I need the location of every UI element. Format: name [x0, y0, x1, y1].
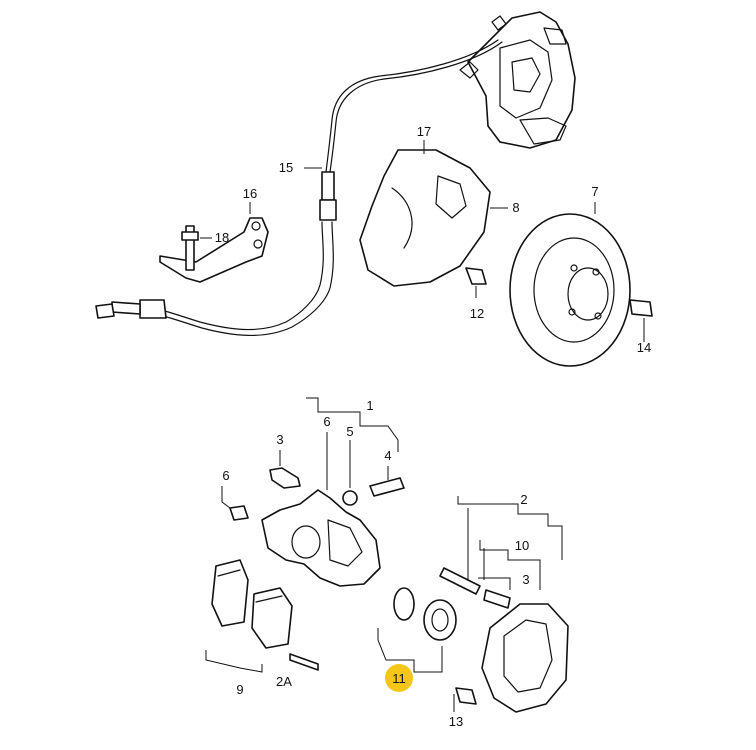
disc-bolt [629, 299, 653, 317]
callout-2[interactable]: 2 [520, 492, 527, 507]
callout-18[interactable]: 18 [215, 230, 229, 245]
highlight-marker[interactable] [385, 664, 413, 692]
callout-2a[interactable]: 2A [276, 674, 292, 689]
callout-17[interactable]: 17 [417, 124, 431, 139]
cable-bracket [159, 217, 269, 283]
brake-pad-left [211, 559, 249, 627]
callout-5[interactable]: 5 [346, 424, 353, 439]
callout-11[interactable]: 11 [392, 671, 406, 686]
callout-6-caliper[interactable]: 6 [323, 414, 330, 429]
callout-3-lower[interactable]: 3 [522, 572, 529, 587]
piston [423, 599, 457, 641]
pad-spring [289, 653, 319, 671]
brake-disc [509, 213, 631, 367]
callout-12[interactable]: 12 [470, 306, 484, 321]
caliper-housing [261, 489, 381, 587]
callout-4[interactable]: 4 [384, 448, 391, 463]
callout-labels: 17 15 16 18 8 7 12 14 1 6 3 5 4 6 2 10 3… [215, 124, 651, 729]
bleeder-cap [342, 490, 358, 506]
callout-9[interactable]: 9 [236, 682, 243, 697]
wear-indicator-cable [95, 39, 503, 336]
callout-15[interactable]: 15 [279, 160, 293, 175]
callout-1[interactable]: 1 [366, 398, 373, 413]
callout-10[interactable]: 10 [515, 538, 529, 553]
callout-14[interactable]: 14 [637, 340, 651, 355]
callout-8[interactable]: 8 [512, 200, 519, 215]
splash-shield [359, 149, 491, 287]
upper-brake-caliper [459, 11, 576, 149]
caliper-carrier [481, 603, 569, 713]
bracket-bolt [181, 225, 199, 271]
guide-bolt-upper [269, 467, 301, 489]
callout-16[interactable]: 16 [243, 186, 257, 201]
guide-bolt-lower [439, 567, 481, 595]
bleeder-valve [369, 477, 405, 497]
carrier-bolt [455, 687, 477, 705]
callout-13[interactable]: 13 [449, 714, 463, 729]
callout-6-cap[interactable]: 6 [222, 468, 229, 483]
shield-bolt [465, 267, 487, 285]
callout-3-upper[interactable]: 3 [276, 432, 283, 447]
dust-cap [229, 505, 249, 521]
brake-pad-right [251, 587, 293, 649]
leader-lines [200, 140, 645, 712]
guide-bushing [483, 589, 511, 609]
piston-seal-ring [393, 587, 415, 621]
callout-7[interactable]: 7 [591, 184, 598, 199]
